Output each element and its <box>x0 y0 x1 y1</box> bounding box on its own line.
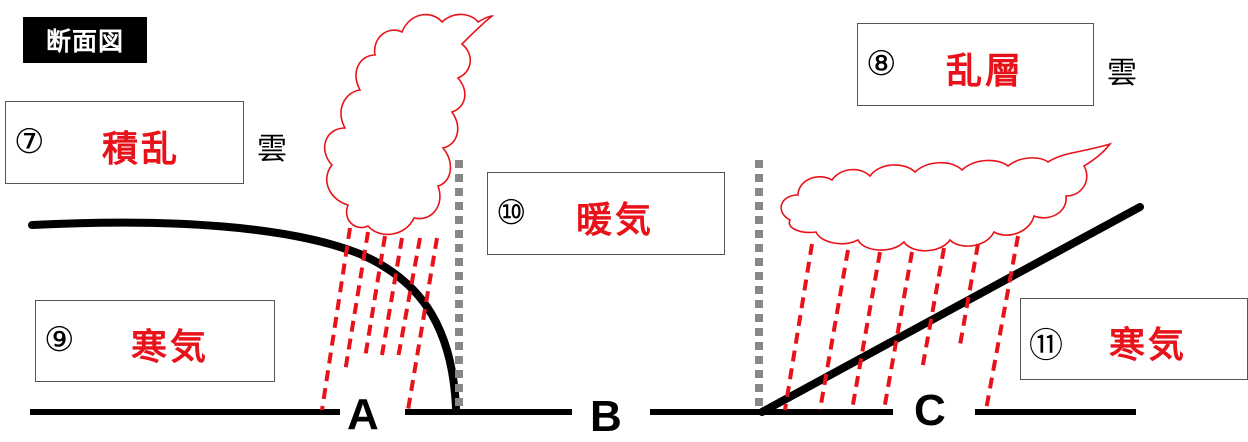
answer-text-9: 寒気 <box>131 327 210 368</box>
nimbostratus-cloud <box>780 142 1113 252</box>
cross-section-tag: 断面図 <box>23 17 147 63</box>
answer-text-11: 寒気 <box>1109 325 1188 366</box>
rain-under-cumulonimbus <box>320 227 439 411</box>
rain-under-nimbostratus <box>783 235 1020 411</box>
answer-box-10: ⑩ 暖気 <box>487 172 725 255</box>
point-label-b: B <box>590 392 622 441</box>
answer-box-8: ⑧ 乱層 <box>857 23 1094 106</box>
answer-box-9: ⑨ 寒気 <box>35 300 275 382</box>
box-number-9: ⑨ <box>44 320 75 360</box>
answer-text-7: 積乱 <box>102 129 181 170</box>
cloud-suffix-8: 雲 <box>1107 56 1137 91</box>
cloud-suffix-7: 雲 <box>257 132 287 167</box>
box-number-10: ⑩ <box>496 193 527 233</box>
cumulonimbus-cloud <box>323 13 495 236</box>
answer-text-10: 暖気 <box>576 200 655 241</box>
point-label-a: A <box>347 390 379 439</box>
answer-text-8: 乱層 <box>946 51 1025 92</box>
answer-box-7: ⑦ 積乱 <box>5 101 244 184</box>
box-number-8: ⑧ <box>866 44 897 84</box>
box-number-11: ⑪ <box>1029 326 1063 366</box>
point-label-c: C <box>914 386 946 435</box>
answer-box-11: ⑪ 寒気 <box>1020 298 1248 380</box>
box-number-7: ⑦ <box>14 122 45 162</box>
